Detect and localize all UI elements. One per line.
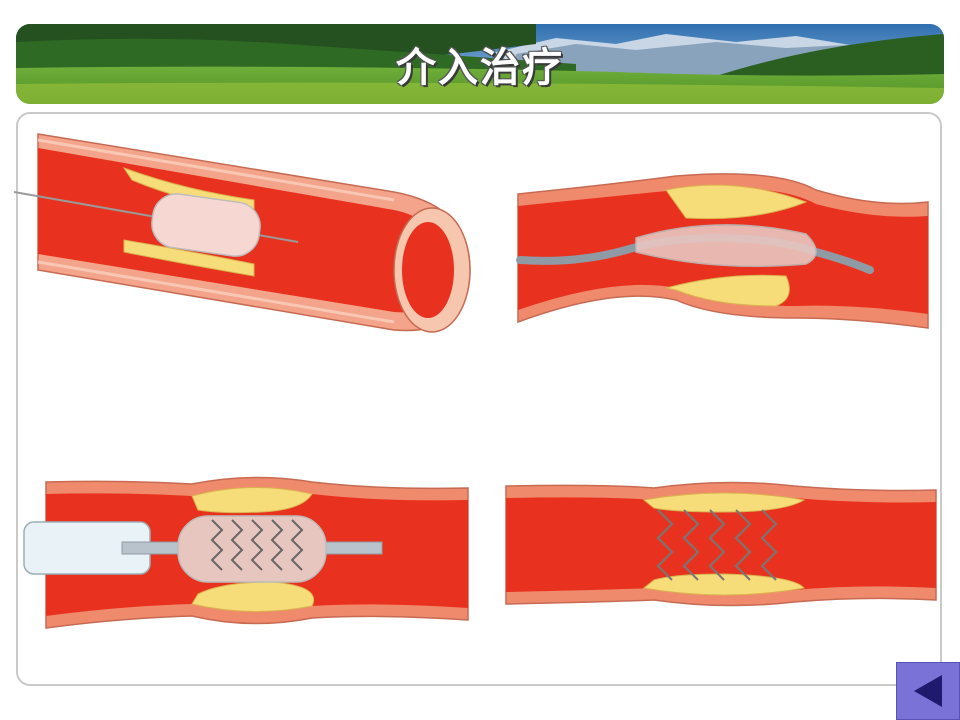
stent-expansion-illustration <box>23 476 469 629</box>
stent-deployed-illustration <box>505 481 937 607</box>
figure-balloon-at-plaque <box>516 168 930 334</box>
figure-stent-expansion <box>22 470 470 632</box>
slide-title: 介入治疗 <box>396 45 564 91</box>
balloon-at-plaque-illustration <box>516 173 929 329</box>
balloon-catheter-insertion-illustration <box>13 133 471 333</box>
back-button[interactable] <box>896 662 960 720</box>
figure-stent-deployed <box>504 476 938 612</box>
title-banner: 介入治疗 <box>16 24 944 104</box>
figure-balloon-insertion <box>13 130 476 342</box>
landscape-banner-image <box>16 24 944 104</box>
triangle-left-icon <box>914 675 942 707</box>
